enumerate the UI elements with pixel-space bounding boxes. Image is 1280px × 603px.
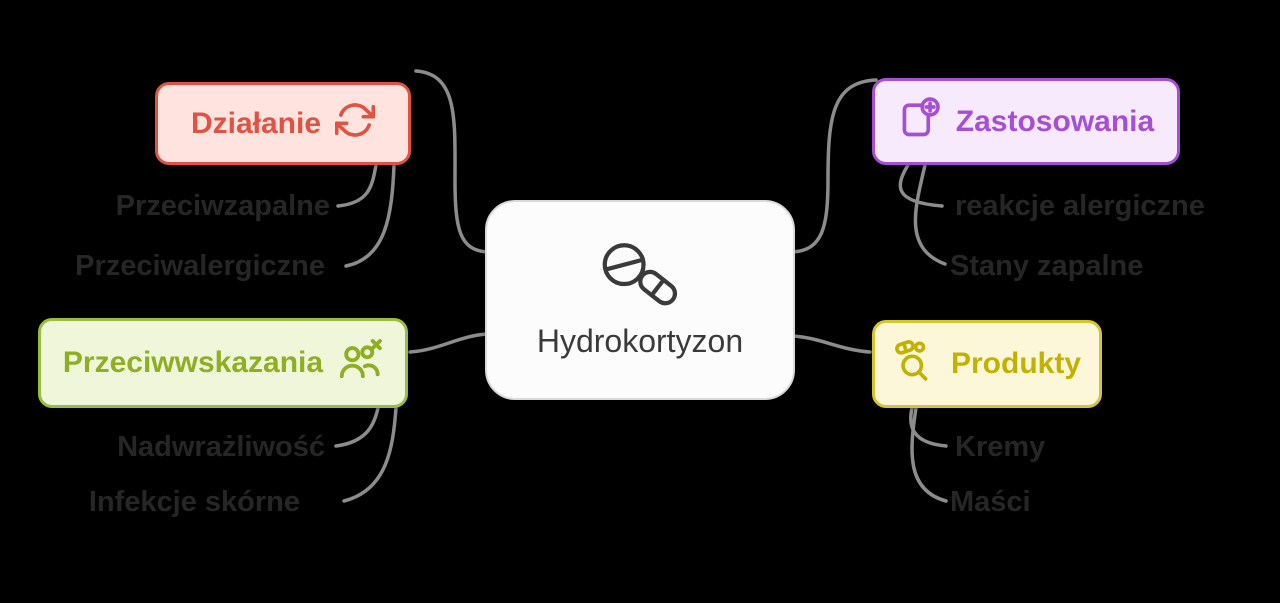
center-node-hydrokortyzon: Hydrokortyzon <box>485 200 795 400</box>
edge-przeciwwskazania-child1 <box>334 406 380 448</box>
edge-zastosowania-child2 <box>913 163 947 266</box>
branch-label-dzialanie: Działanie <box>190 106 322 140</box>
branch-node-produkty: Produkty <box>872 320 1102 408</box>
sublabel-zastosowania-1: reakcje alergiczne <box>955 190 1205 222</box>
edge-center-zastosowania <box>791 78 878 254</box>
branch-label-zastosowania: Zastosowania <box>955 104 1155 138</box>
edge-zastosowania-child1 <box>898 163 944 208</box>
edge-produkty-child2 <box>910 406 948 503</box>
sublabel-dzialanie-1: Przeciwzapalne <box>115 190 330 222</box>
branch-node-zastosowania: Zastosowania <box>872 78 1180 165</box>
center-node-label: Hydrokortyzon <box>536 323 744 359</box>
branch-node-dzialanie: Działanie <box>155 82 411 165</box>
medical-plus-icon <box>898 96 942 148</box>
branch-label-produkty: Produkty <box>950 347 1082 380</box>
refresh-cycle-icon <box>334 100 376 148</box>
edge-dzialanie-child2 <box>344 163 396 268</box>
sublabel-zastosowania-2: Stany zapalne <box>950 250 1144 282</box>
edge-dzialanie-child1 <box>336 163 378 208</box>
sublabel-produkty-1: Kremy <box>955 431 1046 463</box>
users-x-icon <box>337 336 383 390</box>
edge-center-dzialanie <box>414 69 489 254</box>
edge-produkty-child1 <box>909 406 948 448</box>
edge-przeciwwskazania-child2 <box>342 406 398 503</box>
branch-label-przeciwwskazania: Przeciwwskazania <box>62 346 324 379</box>
sublabel-produkty-2: Maści <box>950 486 1031 518</box>
sublabel-przeciwwskazania-2: Infekcje skórne <box>88 486 300 518</box>
edge-center-przeciwwskazania <box>408 332 489 354</box>
edge-center-produkty <box>791 334 872 354</box>
branch-node-przeciwwskazania: Przeciwwskazania <box>38 318 408 408</box>
sublabel-przeciwwskazania-1: Nadwrażliwość <box>117 431 325 463</box>
pills-search-icon <box>893 338 937 390</box>
pills-icon <box>594 240 686 319</box>
sublabel-dzialanie-2: Przeciwalergiczne <box>75 250 325 282</box>
